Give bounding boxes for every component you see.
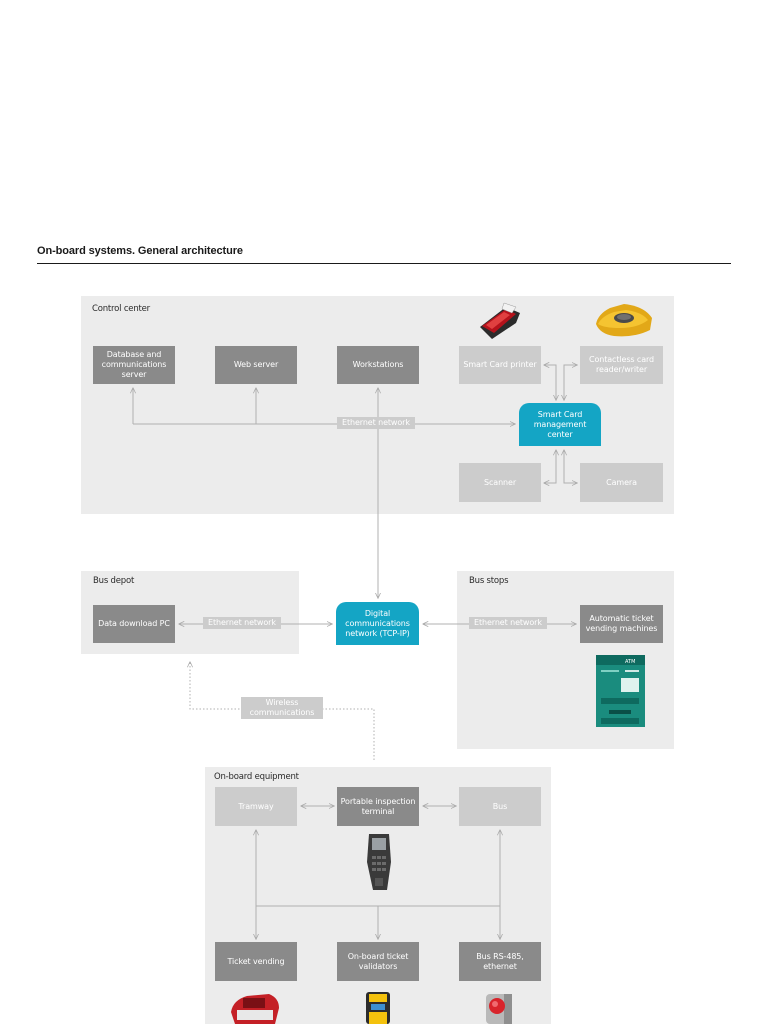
page-title: On-board systems. General architecture [37,245,243,257]
stop-button-icon [486,994,512,1024]
control-ethernet-label: Ethernet network [337,417,415,429]
validators-node: On-board ticket validators [337,942,419,981]
camera-node: Camera [580,463,663,502]
bus-depot-label: Bus depot [93,576,135,586]
scanner-node: Scanner [459,463,541,502]
card-printer-icon [480,302,520,339]
control-center-label: Control center [92,304,150,314]
card-reader-icon [596,304,652,337]
vending-machine-icon: ATM [596,655,645,727]
bus-stops-label: Bus stops [469,576,509,586]
wireless-label: Wireless communications [241,697,323,719]
validator-icon [366,992,390,1024]
ticket-vending-device-icon [231,994,279,1024]
title-rule [37,263,731,264]
download-pc-node: Data download PC [93,605,175,643]
stops-ethernet-label: Ethernet network [469,617,547,629]
card-printer-node: Smart Card printer [459,346,541,384]
card-management-node: Smart Card management center [519,403,601,446]
bus-node: Bus [459,787,541,826]
onboard-equipment-label: On-board equipment [214,772,299,782]
inspection-terminal-node: Portable inspection terminal [337,787,419,826]
ticket-vending-node: Ticket vending [215,942,297,981]
tramway-node: Tramway [215,787,297,826]
workstations-node: Workstations [337,346,419,384]
svg-text:ATM: ATM [625,659,635,665]
web-server-node: Web server [215,346,297,384]
depot-ethernet-label: Ethernet network [203,617,281,629]
vending-machines-node: Automatic ticket vending machines [580,605,663,643]
inspection-terminal-icon [367,834,391,890]
bus-rs485-node: Bus RS-485, ethernet [459,942,541,981]
card-reader-node: Contactless card reader/writer [580,346,663,384]
digital-network-node: Digital communications network (TCP-IP) [336,602,419,645]
database-server-node: Database and communications server [93,346,175,384]
